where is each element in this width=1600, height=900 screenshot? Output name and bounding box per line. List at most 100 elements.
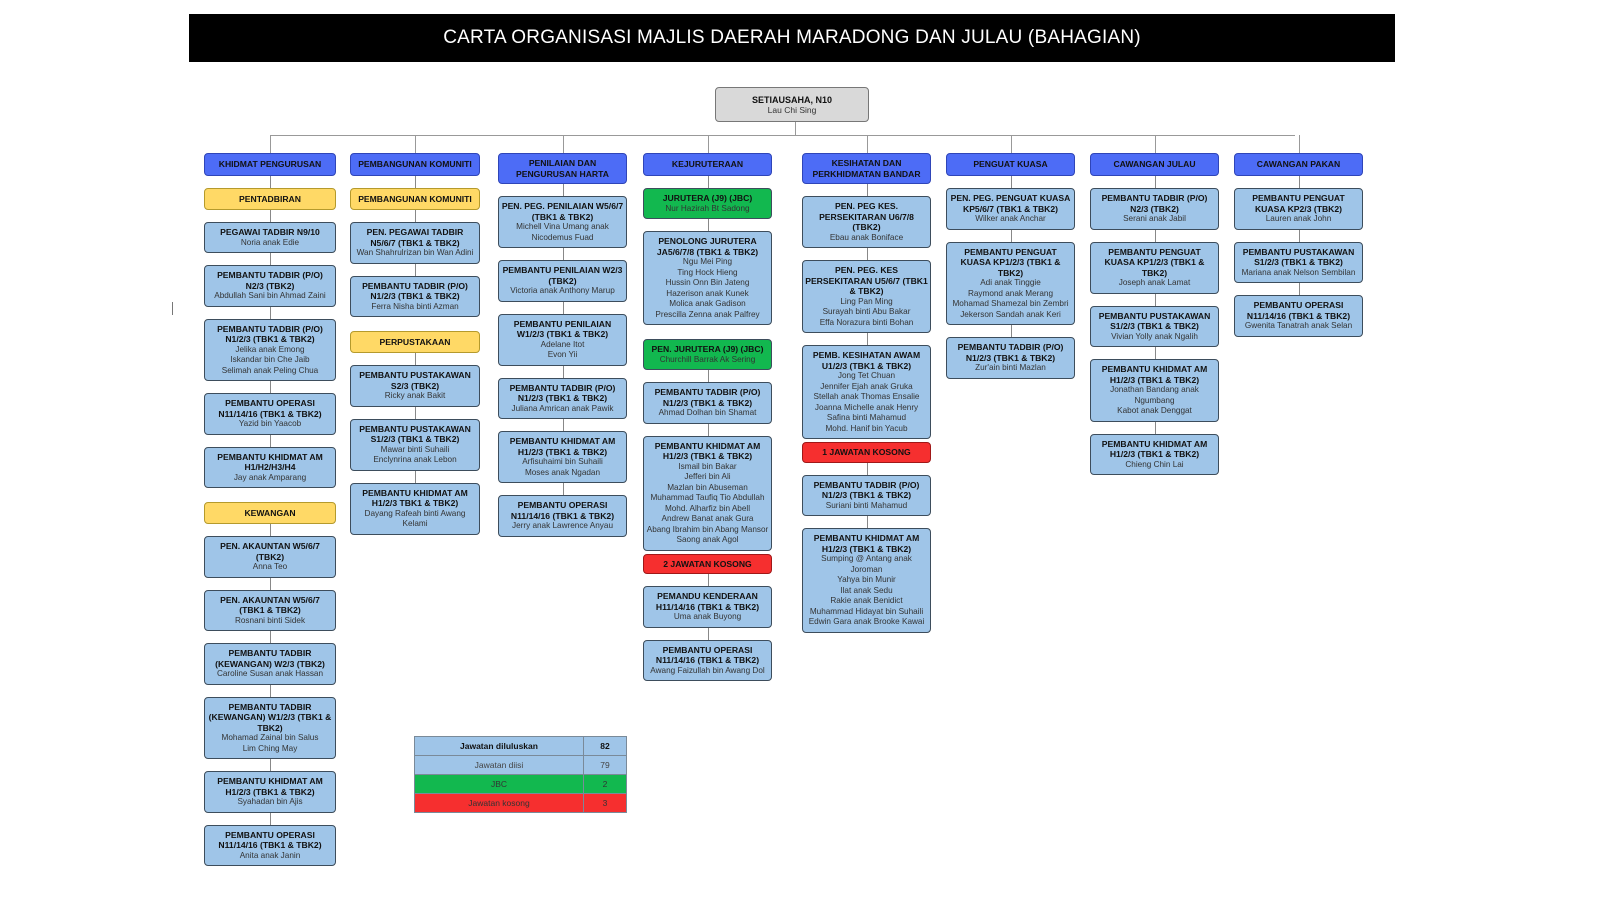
staff-name: Mohamad Shamezal bin Zembri [952, 299, 1069, 308]
staff-name: Abdullah Sani bin Ahmad Zaini [214, 291, 326, 300]
position-title: PEN. AKAUNTAN W5/6/7 (TBK1 & TBK2) [220, 594, 320, 616]
department-title: KHIDMAT PENGURUSAN [218, 159, 322, 170]
position-box: PEN. PEGAWAI TADBIR N5/6/7 (TBK1 & TBK2)… [350, 210, 480, 264]
position-box: PEMBANTU TADBIR (KEWANGAN) W1/2/3 (TBK1 … [204, 684, 336, 759]
staff-name: Ting Hock Hieng [677, 267, 738, 277]
root-node-setiausaha: SETIAUSAHA, N10 Lau Chi Sing [715, 87, 869, 122]
vacancy-badge: 1 JAWATAN KOSONG [802, 442, 931, 463]
summary-value: 3 [583, 793, 627, 813]
staff-name: Churchill Barrak Ak Sering [659, 354, 756, 364]
staff-name: Effa Norazura binti Bohan [819, 317, 914, 327]
position-title: PEMBANTU PENGUAT KUASA KP1/2/3 (TBK1 & T… [960, 246, 1061, 278]
position-box: PEN. AKAUNTAN W5/6/7 (TBK1 & TBK2)Rosnan… [204, 577, 336, 631]
staff-name: Ebau anak Boniface [829, 232, 904, 242]
staff-name: Noria anak Edie [240, 237, 300, 247]
position-title: PEN. PEG. PENGUAT KUASA KP5/6/7 (TBK1 & … [950, 193, 1071, 214]
position-box: PEMBANTU TADBIR (P/O) N1/2/3 (TBK1 & TBK… [946, 325, 1075, 379]
position-box: PEMBANTU OPERASI N11/14/16 (TBK1 & TBK2)… [1234, 283, 1363, 337]
staff-name: Iskandar bin Che Jaib [230, 355, 310, 364]
position-title: PEMBANTU KHIDMAT AM H1/2/3 TBK1 & TBK2) [362, 487, 468, 509]
position-title: PERPUSTAKAAN [379, 336, 451, 347]
position-title: PEN. PEG KES. PERSEKITARAN U6/7/8 (TBK2) [819, 201, 914, 232]
staff-name: Evon Yii [547, 350, 578, 359]
position-title: PEMBANTU PENILAIAN W2/3 (TBK2) [502, 265, 623, 286]
position-box: PEMBANTU PENILAIAN W1/2/3 (TBK1 & TBK2)A… [498, 301, 627, 366]
staff-name: Ngu Mei Ping [682, 257, 733, 266]
staff-name: Yazid bin Yaacob [238, 419, 302, 428]
department-title: PENILAIAN DAN PENGURUSAN HARTA [516, 158, 609, 179]
summary-value: 2 [583, 774, 627, 794]
staff-name: Muhammad Taufiq Tio Abdullah [650, 493, 765, 502]
department-title: PEMBANGUNAN KOMUNITI [358, 159, 472, 170]
staff-name: Joseph anak Lamat [1118, 278, 1191, 287]
position-box: PEMB. KESIHATAN AWAM U1/2/3 (TBK1 & TBK2… [802, 333, 931, 439]
staff-name: Lim Ching May [242, 743, 298, 753]
department-header: PENILAIAN DAN PENGURUSAN HARTA [498, 153, 627, 184]
staff-name: Anita anak Janin [239, 850, 301, 860]
staff-name: Jefferi bin Ali [684, 472, 731, 481]
position-box: PEMBANTU TADBIR (KEWANGAN) W2/3 (TBK2)Ca… [204, 631, 336, 685]
staff-name: Serani anak Jabil [1123, 214, 1186, 223]
position-box: PEMBANTU PUSTAKAWAN S2/3 (TBK2)Ricky ana… [350, 353, 480, 407]
unit-header: KEWANGAN [204, 502, 336, 524]
staff-name: Awang Faizullah bin Awang Dol [650, 665, 765, 675]
position-box: PEMBANTU TADBIR (P/O) N1/2/3 (TBK1 & TBK… [350, 263, 480, 317]
staff-name: Yahya bin Munir [837, 575, 896, 584]
position-title: PEMBANTU KHIDMAT AM H1/2/3 (TBK1 & TBK2) [217, 776, 323, 797]
position-title: PEMBANTU TADBIR (P/O) N2/3 (TBK2) [217, 270, 323, 291]
staff-name: Jekerson Sandah anak Keri [960, 309, 1061, 319]
position-title: PEN. PEGAWAI TADBIR N5/6/7 (TBK1 & TBK2) [366, 227, 464, 248]
staff-name: Vivian Yolly anak Ngalih [1111, 331, 1198, 341]
staff-name: Hussin Onn Bin Jateng [665, 278, 750, 287]
position-box: PEN. PEG. PENILAIAN W5/6/7 (TBK1 & TBK2)… [498, 184, 627, 248]
summary-value: 82 [583, 736, 627, 756]
staff-name: Mohd. Alharfiz bin Abell [664, 503, 751, 513]
position-title: PEMANDU KENDERAAN H11/14/16 (TBK1 & TBK2… [655, 591, 760, 612]
connector-tick [270, 135, 271, 153]
staff-name: Chieng Chin Lai [1125, 459, 1184, 469]
text-cursor [172, 302, 173, 315]
department-header: KHIDMAT PENGURUSAN [204, 153, 336, 176]
position-title: PEMBANTU TADBIR (P/O) N1/2/3 (TBK1 & TBK… [654, 387, 761, 408]
staff-name: Rosnani binti Sidek [234, 615, 306, 625]
staff-name: Caroline Susan anak Hassan [216, 669, 324, 678]
position-box: PEMBANTU KHIDMAT AM H1/2/3 (TBK1 & TBK2)… [643, 423, 772, 551]
position-box: PEMBANTU TADBIR (P/O) N1/2/3 (TBK1 & TBK… [802, 462, 931, 516]
position-title: PEMBANTU OPERASI N11/14/16 (TBK1 & TBK2) [655, 644, 760, 666]
connector-bus [270, 135, 1295, 136]
position-title: 1 JAWATAN KOSONG [822, 447, 911, 457]
position-box: PEMBANTU PENGUAT KUASA KP2/3 (TBK2)Laure… [1234, 176, 1363, 230]
staff-name: Uma anak Buyong [673, 612, 742, 621]
department-header: PEMBANGUNAN KOMUNITI [350, 153, 480, 176]
position-title: PEMBANTU OPERASI N11/14/16 (TBK1 & TBK2) [510, 500, 615, 521]
position-title: PEMBANTU KHIDMAT AM H1/2/3 (TBK1 & TBK2) [654, 440, 761, 462]
staff-name: Muhammad Hidayat bin Suhaili [809, 606, 924, 616]
position-box: PEMBANTU PENILAIAN W2/3 (TBK2)Victoria a… [498, 248, 627, 302]
staff-name: Surayah binti Abu Bakar [822, 307, 911, 316]
node-title: SETIAUSAHA, N10 [751, 95, 832, 105]
staff-name: Ricky anak Bakit [384, 391, 446, 400]
staff-name: Selimah anak Peling Chua [221, 365, 319, 375]
position-title: PEMBANTU TADBIR (P/O) N1/2/3 (TBK1 & TBK… [509, 382, 616, 404]
staff-name: Stellah anak Thomas Ensalie [813, 392, 920, 401]
position-title: PEMBANTU KHIDMAT AM H1/2/3 (TBK1 & TBK2) [813, 533, 920, 554]
position-box: PEN. JURUTERA (J9) (JBC)Churchill Barrak… [643, 339, 772, 370]
department-title: CAWANGAN JULAU [1113, 159, 1196, 170]
position-title: PEMBANTU PENGUAT KUASA KP2/3 (TBK2) [1252, 193, 1345, 214]
staff-name: Jennifer Ejah anak Gruka [820, 381, 913, 391]
position-title: PEMBANTU KHIDMAT AM H1/2/3 (TBK1 & TBK2) [1101, 438, 1208, 460]
staff-name: Dayang Rafeah binti Awang Kelami [364, 508, 466, 529]
position-box: PEMBANTU TADBIR (P/O) N1/2/3 (TBK1 & TBK… [643, 370, 772, 424]
position-box: PEMBANTU PUSTAKAWAN S1/2/3 (TBK1 & TBK2)… [1234, 229, 1363, 283]
staff-name: Raymond anak Merang [967, 288, 1054, 298]
position-box: PEMBANTU PUSTAKAWAN S1/2/3 (TBK1 & TBK2)… [1090, 293, 1219, 347]
position-title: PEGAWAI TADBIR N9/10 [220, 227, 320, 237]
staff-name: Mazlan bin Abuseman [667, 482, 748, 492]
